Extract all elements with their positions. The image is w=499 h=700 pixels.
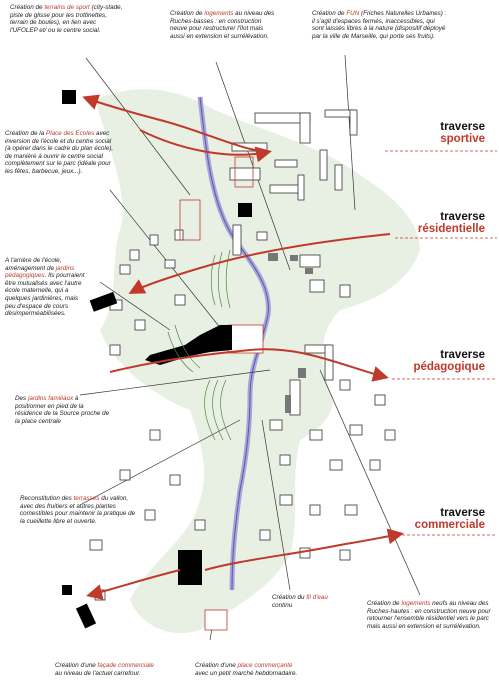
sport-fields — [179, 156, 254, 241]
annotation-facade: Création d'une façade commerciale au niv… — [55, 662, 154, 677]
black-buildings — [62, 90, 252, 629]
annotation-ruches-basses: Création de logements au niveau des Ruch… — [170, 10, 275, 40]
annotation-place-commercante: Création d'une place commerçante avec un… — [195, 662, 298, 677]
annotation-jardins-familiaux: Des jardins familiaux à positionner en p… — [15, 395, 110, 425]
annotation-sport: Création de terrains de sport (city-stad… — [10, 4, 123, 34]
annotation-fil-eau: Création du fil d'eau continu — [272, 594, 328, 609]
annotation-place-ecoles: Création de la Place des Ecoles avec inv… — [5, 130, 114, 175]
annotation-fun: Création de FUN (Friches Naturelles Urba… — [312, 10, 447, 40]
market-square — [204, 609, 228, 631]
annotation-ruches-hautes: Création de logements neufs au niveau de… — [367, 600, 491, 630]
leader-lines — [79, 54, 421, 641]
traverse-arrows — [82, 94, 404, 600]
annotation-terrasses: Reconstitution des terrasses du vallon, … — [20, 495, 136, 525]
social-centre — [227, 324, 264, 354]
existing-buildings — [89, 109, 396, 601]
terrace-lines — [167, 249, 232, 441]
new-buildings — [268, 253, 313, 413]
annotation-jardins-pedagogiques: A l'arrière de l'école, aménagement de j… — [5, 257, 85, 318]
